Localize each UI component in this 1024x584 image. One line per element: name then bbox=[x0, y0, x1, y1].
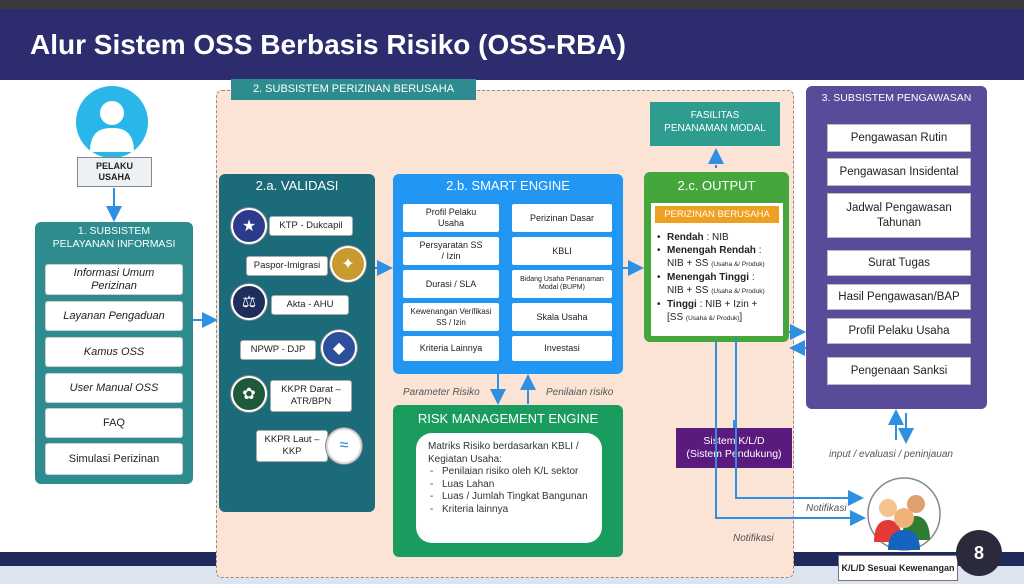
subsystem1-item-manual[interactable]: User Manual OSS bbox=[45, 373, 183, 403]
actor-label-line2: USAHA bbox=[98, 172, 131, 182]
pengawasan-item[interactable]: Hasil Pengawasan/BAP bbox=[827, 284, 971, 310]
se-perizinan-dasar: Perizinan Dasar bbox=[512, 204, 612, 232]
actor-label: PELAKU USAHA bbox=[77, 157, 152, 187]
risk-item: Luas / Jumlah Tingkat Bangunan bbox=[428, 491, 590, 504]
se-kbli: KBLI bbox=[512, 237, 612, 265]
label-notifikasi-2: Notifikasi bbox=[733, 533, 774, 544]
risk-item: Penilaian risiko oleh K/L sektor bbox=[428, 466, 590, 479]
subsystem1-item-simulasi[interactable]: Simulasi Perizinan bbox=[45, 443, 183, 475]
header-bar: Alur Sistem OSS Berbasis Risiko (OSS-RBA… bbox=[0, 9, 1024, 80]
risk-engine-content: Matriks Risiko berdasarkan KBLI / Kegiat… bbox=[416, 433, 602, 543]
pengawasan-item[interactable]: Profil Pelaku Usaha bbox=[827, 318, 971, 344]
subsystem2-title: 2. SUBSISTEM PERIZINAN BERUSAHA bbox=[231, 79, 476, 100]
output-title: 2.c. OUTPUT bbox=[677, 178, 756, 193]
atr-bpn-seal-icon: ✿ bbox=[231, 376, 267, 412]
ahu-seal-icon: ⚖ bbox=[231, 284, 267, 320]
kld-label: K/L/D Sesuai Kewenangan bbox=[838, 555, 958, 581]
pengawasan-item[interactable]: Pengenaan Sanksi bbox=[827, 357, 971, 385]
imigrasi-seal-icon: ✦ bbox=[330, 246, 366, 282]
page-title: Alur Sistem OSS Berbasis Risiko (OSS-RBA… bbox=[30, 29, 626, 60]
pengawasan-item[interactable]: Pengawasan Insidental bbox=[827, 158, 971, 186]
smart-engine-title: 2.b. SMART ENGINE bbox=[446, 178, 570, 193]
sistem-kld-box: Sistem K/L/D (Sistem Pendukung) bbox=[676, 428, 792, 468]
label-notifikasi-1: Notifikasi bbox=[806, 503, 847, 514]
output-menengah-rendah: Menengah Rendah : bbox=[655, 244, 779, 257]
output-mt-detail: NIB + SS (Usaha &/ Produk) bbox=[667, 285, 765, 296]
sistem-kld-line2: (Sistem Pendukung) bbox=[686, 448, 782, 460]
risk-item: Kriteria lainnya bbox=[428, 504, 590, 517]
pengawasan-item[interactable]: Pengawasan Rutin bbox=[827, 124, 971, 152]
subsystem1-title-line1: 1. SUBSISTEM bbox=[77, 225, 151, 237]
label-parameter-risiko: Parameter Risiko bbox=[403, 387, 480, 398]
output-rendah: Rendah : NIB bbox=[655, 231, 779, 244]
pengawasan-item[interactable]: Jadwal Pengawasan Tahunan bbox=[827, 193, 971, 238]
se-persyaratan: Persyaratan SS / Izin bbox=[403, 237, 499, 265]
validasi-kkpr-darat: KKPR Darat – ATR/BPN bbox=[270, 380, 352, 412]
validasi-kkpr-darat-line1: KKPR Darat – bbox=[281, 384, 341, 395]
se-bupm: Bidang Usaha Penanaman Modal (BUPM) bbox=[512, 270, 612, 298]
subsystem1-item-kamus[interactable]: Kamus OSS bbox=[45, 337, 183, 367]
output-subtitle: PERIZINAN BERUSAHA bbox=[655, 206, 779, 223]
actor-avatar-icon bbox=[76, 86, 148, 158]
validasi-title: 2.a. VALIDASI bbox=[255, 178, 339, 193]
actor-label-line1: PELAKU bbox=[95, 161, 133, 171]
se-investasi: Investasi bbox=[512, 336, 612, 361]
output-mr-detail: NIB + SS (Usaha &/ Produk) bbox=[667, 258, 765, 269]
validasi-kkpr-laut-line1: KKPR Laut – bbox=[264, 434, 320, 445]
validasi-paspor: Paspor-Imigrasi bbox=[246, 256, 328, 276]
validasi-kkpr-laut-line2: KKP bbox=[282, 446, 302, 457]
output-content: PERIZINAN BERUSAHA Rendah : NIB Menengah… bbox=[651, 203, 783, 336]
se-kewenangan: Kewenangan Verifikasi SS / Izin bbox=[403, 303, 499, 331]
risk-engine-title: RISK MANAGEMENT ENGINE bbox=[417, 411, 599, 426]
se-durasi: Durasi / SLA bbox=[403, 270, 499, 298]
output-t-detail: [SS (Usaha &/ Produk)] bbox=[667, 312, 743, 323]
sistem-kld-line1: Sistem K/L/D bbox=[703, 435, 765, 447]
fasilitas-line2: PENANAMAN MODAL bbox=[664, 123, 766, 134]
validasi-akta: Akta - AHU bbox=[271, 295, 349, 315]
output-tinggi: Tinggi : NIB + Izin + bbox=[655, 298, 779, 311]
validasi-ktp: KTP - Dukcapil bbox=[269, 216, 353, 236]
kkp-seal-icon: ≈ bbox=[326, 428, 362, 464]
validasi-npwp: NPWP - DJP bbox=[240, 340, 316, 360]
fasilitas-line1: FASILITAS bbox=[690, 110, 740, 121]
label-input-evaluasi: input / evaluasi / peninjauan bbox=[829, 449, 953, 460]
se-kriteria: Kriteria Lainnya bbox=[403, 336, 499, 361]
subsystem1-title: 1. SUBSISTEM PELAYANAN INFORMASI bbox=[35, 222, 193, 251]
output-menengah-tinggi: Menengah Tinggi : bbox=[655, 271, 779, 284]
subsystem1-item-faq[interactable]: FAQ bbox=[45, 408, 183, 438]
top-strip bbox=[0, 0, 1024, 9]
risk-engine-intro: Matriks Risiko berdasarkan KBLI / Kegiat… bbox=[428, 441, 579, 465]
pengawasan-item[interactable]: Surat Tugas bbox=[827, 250, 971, 276]
fasilitas-box: FASILITAS PENANAMAN MODAL bbox=[650, 102, 780, 146]
label-penilaian-risiko: Penilaian risiko bbox=[546, 387, 614, 398]
risk-item: Luas Lahan bbox=[428, 479, 590, 492]
validasi-kkpr-darat-line2: ATR/BPN bbox=[290, 396, 332, 407]
subsystem3-title: 3. SUBSISTEM PENGAWASAN bbox=[821, 92, 972, 104]
subsystem1-item-pengaduan[interactable]: Layanan Pengaduan bbox=[45, 301, 183, 331]
subsystem1-title-line2: PELAYANAN INFORMASI bbox=[52, 238, 176, 250]
page-number: 8 bbox=[956, 530, 1002, 576]
dukcapil-seal-icon: ★ bbox=[231, 208, 267, 244]
kld-group-icon bbox=[858, 474, 950, 556]
se-skala: Skala Usaha bbox=[512, 303, 612, 331]
se-profil: Profil Pelaku Usaha bbox=[403, 204, 499, 232]
djp-seal-icon: ◆ bbox=[321, 330, 357, 366]
subsystem1-item-informasi[interactable]: Informasi Umum Perizinan bbox=[45, 264, 183, 295]
